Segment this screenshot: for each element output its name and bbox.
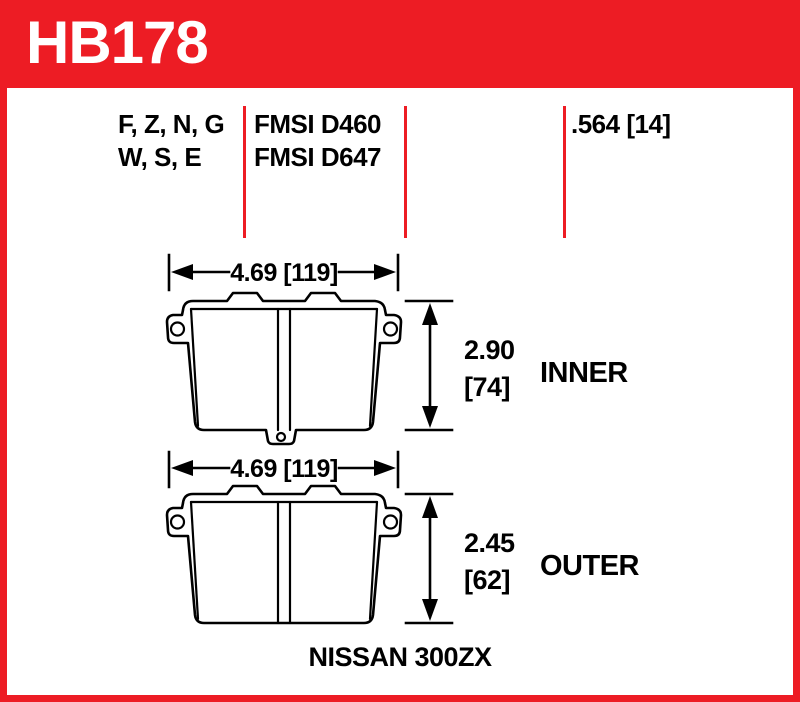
inner-pad-label: INNER	[540, 357, 628, 389]
inner-pad-height-dimension: 2.90 [74] INNER	[404, 299, 629, 432]
outer-pad-height-dimension: 2.45 [62] OUTER	[404, 492, 640, 625]
part-number: HB178	[26, 9, 209, 76]
extension-lines	[167, 450, 400, 489]
red-divider-line-3	[563, 106, 566, 238]
inner-pad-width-label: 4.69 [119]	[230, 259, 338, 287]
left-arrow-icon	[171, 264, 193, 280]
extension-lines	[404, 299, 454, 432]
outer-pad-height-mm: [62]	[464, 565, 510, 595]
left-arrow-icon	[171, 460, 193, 476]
extension-lines	[167, 253, 400, 292]
extension-lines	[404, 492, 454, 625]
inner-pad-height-mm: [74]	[464, 372, 510, 402]
inner-pad-outline	[165, 291, 403, 446]
outer-pad-label: OUTER	[540, 550, 640, 582]
up-arrow-icon	[422, 496, 438, 518]
inner-pad-width-dimension: 4.69 [119]	[167, 253, 400, 292]
outer-pad-width-label: 4.69 [119]	[230, 455, 338, 483]
right-arrow-icon	[374, 460, 396, 476]
compound-codes-line1: F, Z, N, G	[118, 109, 225, 139]
compound-codes-line2: W, S, E	[118, 142, 202, 172]
fmsi-number-line2: FMSI D647	[254, 142, 382, 172]
tab-hole	[275, 431, 287, 443]
outer-pad-outline	[165, 484, 403, 625]
up-arrow-icon	[422, 303, 438, 325]
pad-shape	[165, 291, 403, 446]
down-arrow-icon	[422, 406, 438, 428]
red-divider-line-1	[243, 106, 246, 238]
outer-pad-width-dimension: 4.69 [119]	[167, 450, 400, 489]
vehicle-application: NISSAN 300ZX	[308, 642, 492, 672]
fmsi-number-line1: FMSI D460	[254, 109, 382, 139]
inner-pad-height-inches: 2.90	[464, 335, 515, 365]
pad-shape	[165, 484, 403, 625]
outer-pad-height-inches: 2.45	[464, 528, 515, 558]
down-arrow-icon	[422, 599, 438, 621]
right-arrow-icon	[374, 264, 396, 280]
header-banner: HB178	[0, 0, 800, 88]
red-divider-line-2	[404, 106, 407, 238]
pad-thickness-value: .564 [14]	[571, 109, 671, 139]
